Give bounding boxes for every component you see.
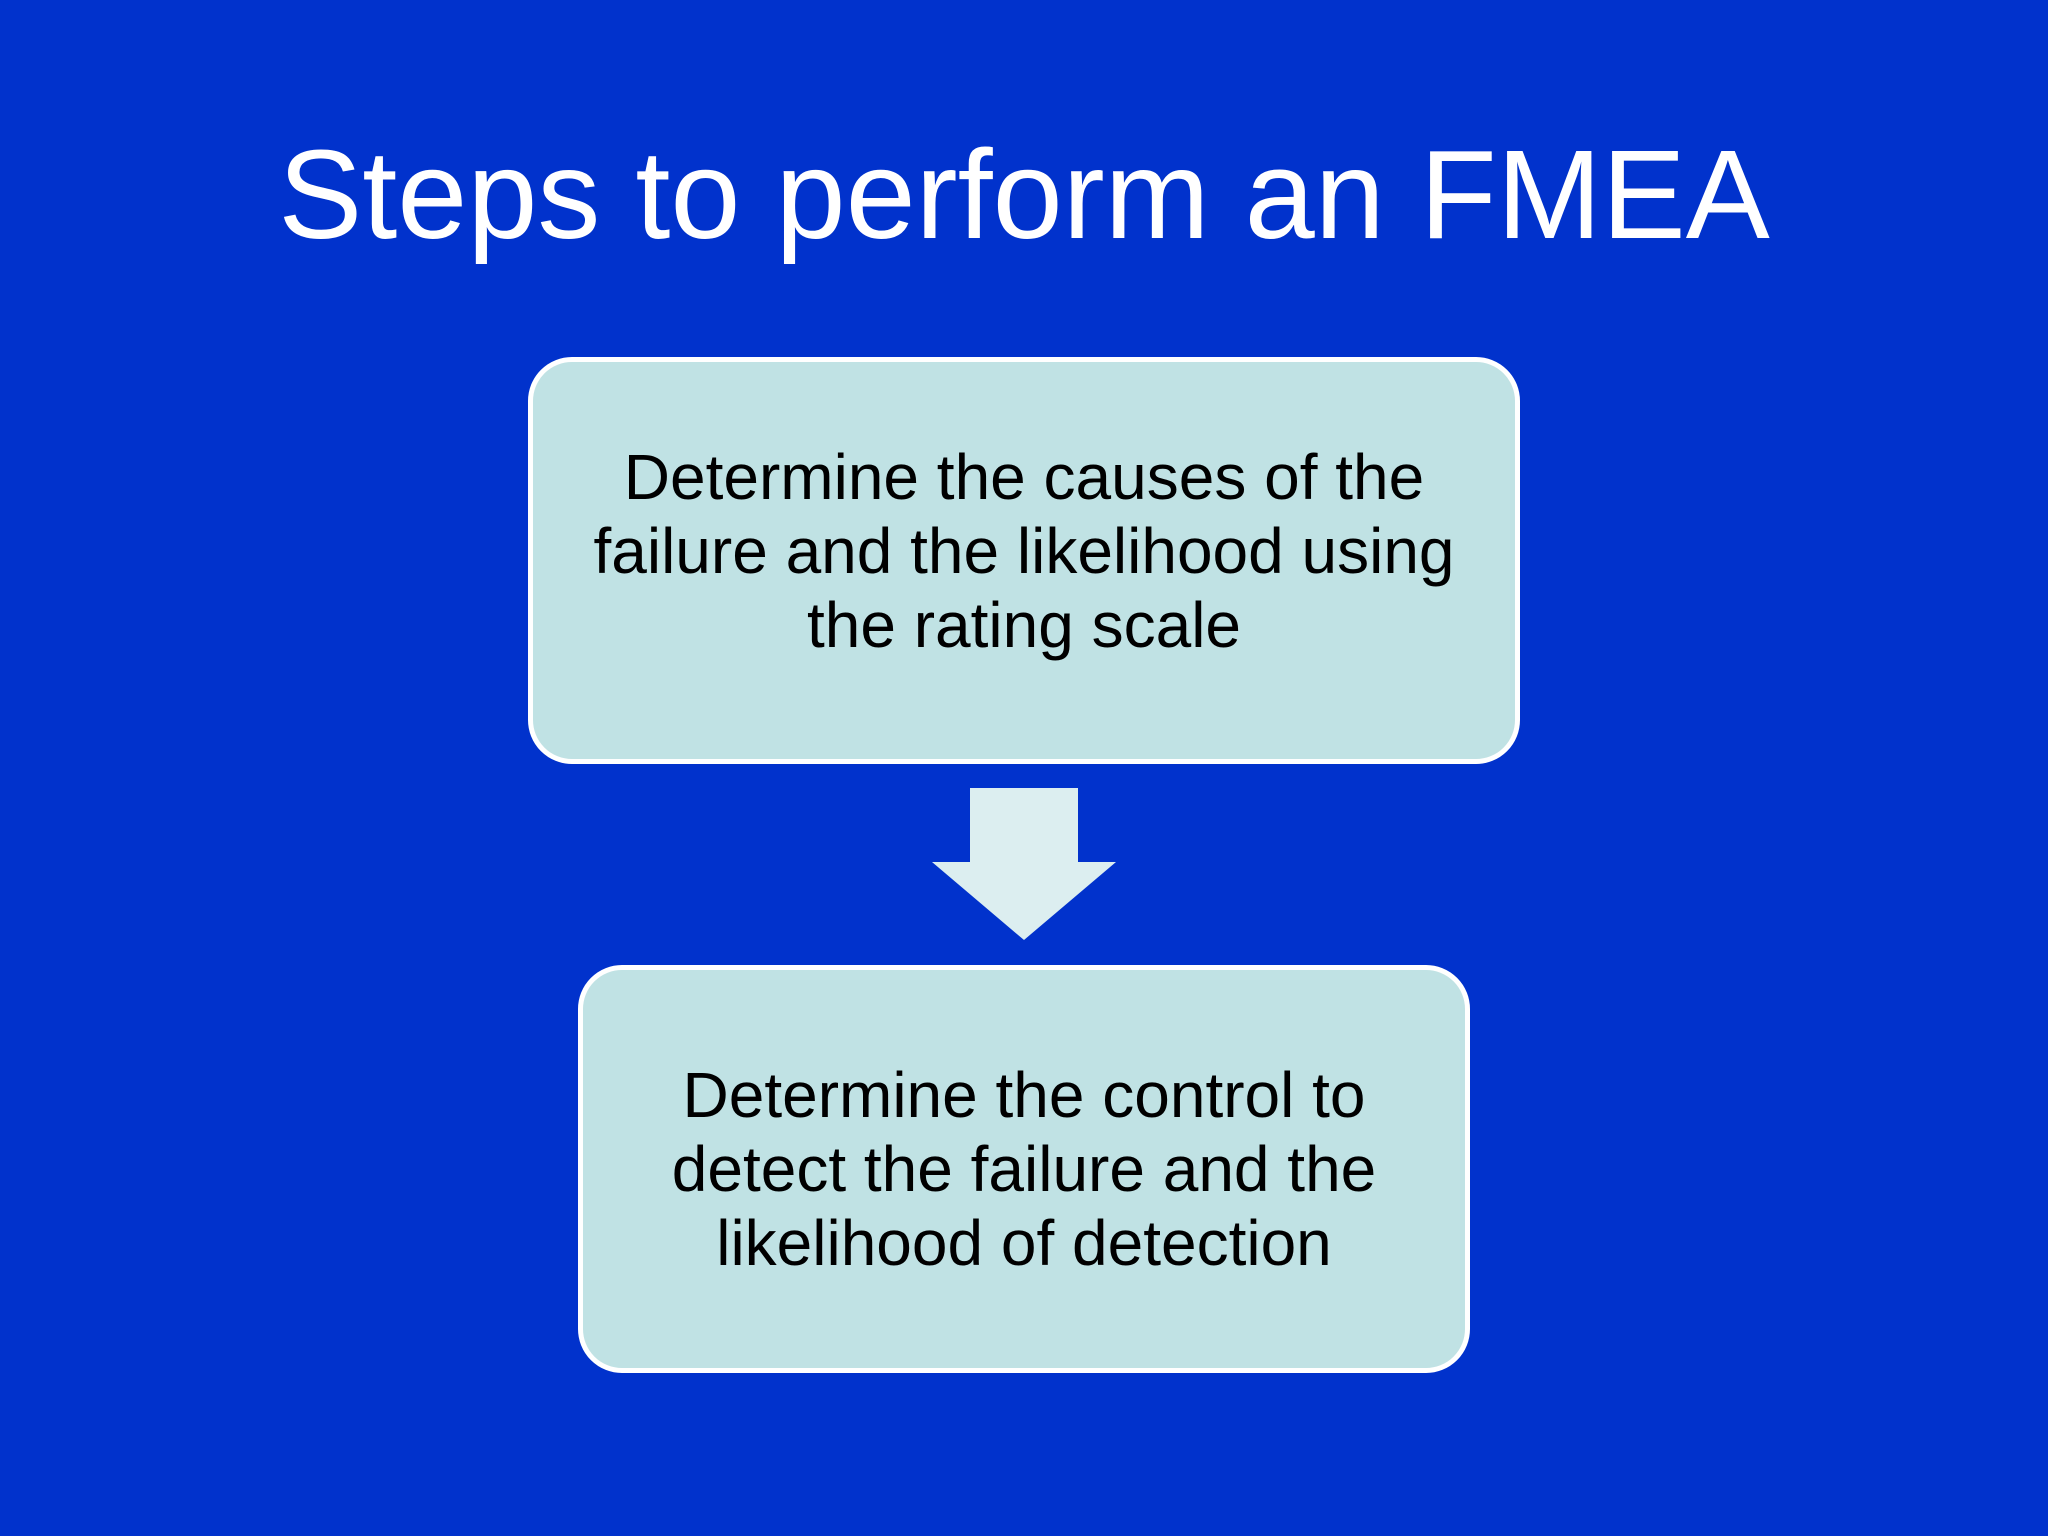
step-box-causes: Determine the causes of the failure and … (528, 357, 1520, 764)
step-text-causes: Determine the causes of the failure and … (593, 440, 1455, 661)
down-arrow-icon (932, 788, 1116, 940)
slide-title: Steps to perform an FMEA (278, 124, 1770, 265)
step-box-detection: Determine the control to detect the fail… (578, 965, 1470, 1373)
step-text-detection: Determine the control to detect the fail… (671, 1059, 1377, 1279)
